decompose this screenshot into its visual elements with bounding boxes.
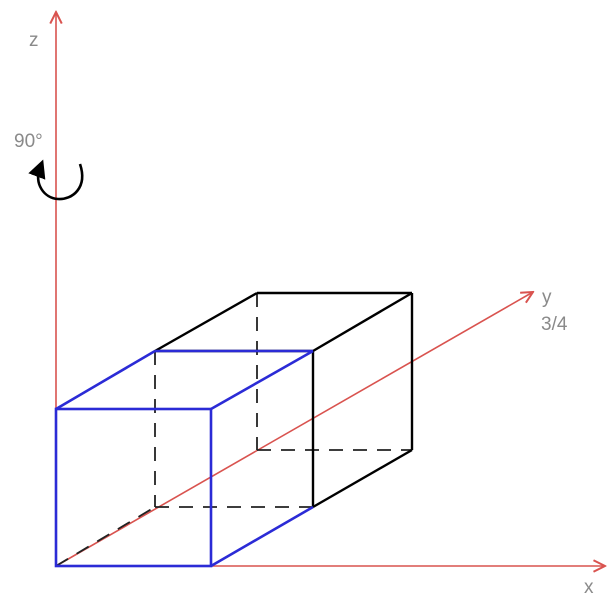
rotation-angle-label: 90° — [14, 131, 43, 152]
z-axis-label: z — [29, 30, 39, 51]
x-axis-label: x — [584, 577, 594, 598]
rotation-arrow-icon — [28, 159, 84, 201]
box-top-left-diagonal — [154, 291, 258, 353]
front-face-right-diagonal-top — [210, 349, 314, 411]
hidden-edge-front-diagonal — [55, 506, 156, 567]
front-face-square — [54, 407, 213, 568]
box-bottom-right-diagonal — [312, 448, 413, 509]
front-face-right-diagonal-bottom — [210, 505, 314, 568]
front-face-top-diagonal — [55, 349, 156, 411]
y-axis-label: y — [542, 287, 552, 308]
y-axis — [55, 292, 533, 567]
hidden-edges — [55, 293, 412, 567]
box-edges — [154, 291, 414, 509]
box-top-right-diagonal — [312, 291, 413, 353]
front-face — [54, 349, 314, 568]
y-scale-label: 3/4 — [541, 314, 568, 335]
